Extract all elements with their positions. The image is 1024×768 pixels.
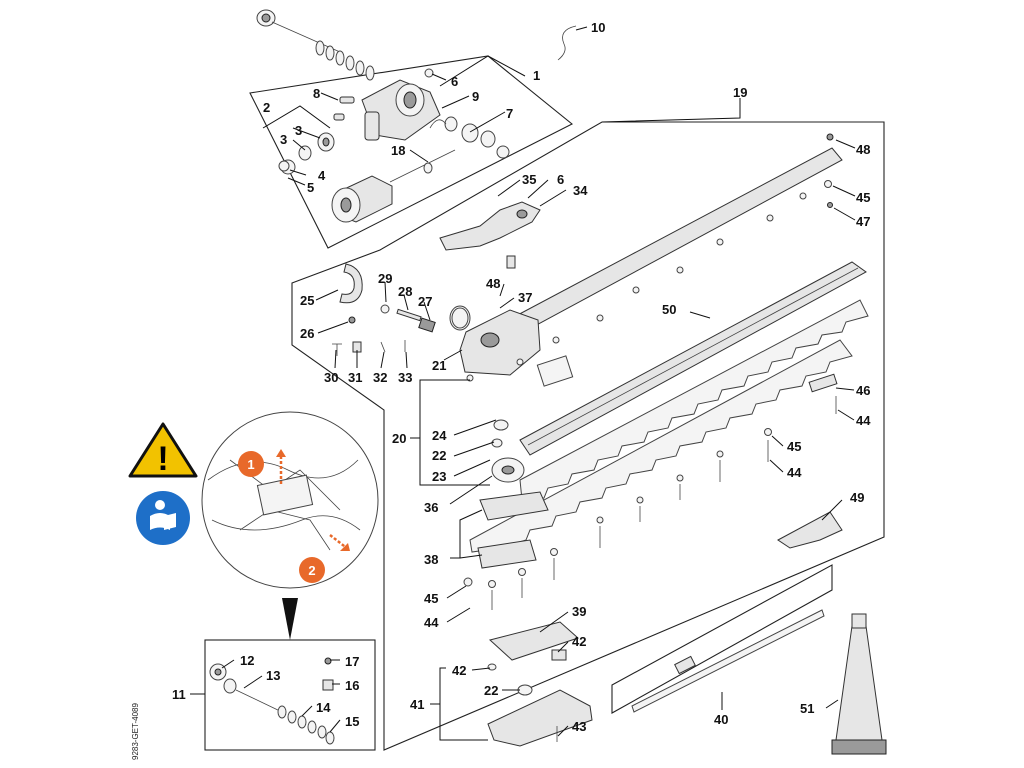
callout-44b: 44: [787, 465, 802, 480]
callout-51: 51: [800, 701, 814, 716]
gearbox-parts: [256, 9, 510, 223]
arrow-down-right-icon: [329, 534, 350, 551]
gearbox-frame: [249, 55, 574, 249]
callout-45b: 45: [787, 439, 801, 454]
callout-29: 29: [378, 271, 392, 286]
callout-40: 40: [714, 712, 728, 727]
callout-44c: 44: [856, 413, 871, 428]
callout-12: 12: [240, 653, 254, 668]
callout-39: 39: [572, 604, 586, 619]
callout-46: 46: [856, 383, 870, 398]
callout-20: 20: [392, 431, 406, 446]
callout-47: 47: [856, 214, 870, 229]
callout-49: 49: [850, 490, 864, 505]
callout-18: 18: [391, 143, 405, 158]
callout-9: 9: [472, 89, 479, 104]
arrow-up-icon: [276, 449, 286, 484]
callout-22: 22: [432, 448, 446, 463]
callout-48: 48: [856, 142, 870, 157]
callout-3: 3: [295, 123, 302, 138]
callout-6: 6: [451, 74, 458, 89]
spare-parts: [209, 657, 335, 745]
callout-37: 37: [518, 290, 532, 305]
leader-lines: [190, 26, 856, 741]
callout-19: 19: [733, 85, 747, 100]
callout-1: 1: [533, 68, 540, 83]
callout-42: 42: [572, 634, 586, 649]
spare-frame: [204, 598, 376, 751]
callout-31: 31: [348, 370, 362, 385]
callout-24: 24: [432, 428, 447, 443]
read-manual-icon: [136, 491, 190, 545]
callout-26: 26: [300, 326, 314, 341]
callout-34: 34: [573, 183, 588, 198]
step-2-badge: 2: [299, 557, 325, 583]
callout-17: 17: [345, 654, 359, 669]
callout-22b: 22: [484, 683, 498, 698]
callout-2: 2: [263, 100, 270, 115]
callout-3b: 3: [280, 132, 287, 147]
callout-14: 14: [316, 700, 331, 715]
callout-35: 35: [522, 172, 536, 187]
part-10-wire: [557, 25, 577, 61]
warning-mark: !: [157, 440, 168, 478]
cutter-parts: [332, 133, 869, 610]
callout-45c: 45: [856, 190, 870, 205]
step-1-number: 1: [247, 457, 254, 472]
callout-21: 21: [432, 358, 446, 373]
callout-41: 41: [410, 697, 424, 712]
callout-28: 28: [398, 284, 412, 299]
callout-7: 7: [506, 106, 513, 121]
callout-50: 50: [662, 302, 676, 317]
callout-43: 43: [572, 719, 586, 734]
callout-15: 15: [345, 714, 359, 729]
callout-27: 27: [418, 294, 432, 309]
callout-16: 16: [345, 678, 359, 693]
callout-8: 8: [313, 86, 320, 101]
lower-parts: [487, 609, 887, 755]
callout-11: 11: [172, 687, 186, 702]
inset-detail: 1 2: [201, 411, 379, 589]
callout-36: 36: [424, 500, 438, 515]
callout-13: 13: [266, 668, 280, 683]
callout-33: 33: [398, 370, 412, 385]
callout-45: 45: [424, 591, 438, 606]
callout-25: 25: [300, 293, 314, 308]
callout-48b: 48: [486, 276, 500, 291]
drawing-code: 9283-GET-4089: [131, 703, 140, 760]
step-2-number: 2: [308, 563, 315, 578]
cutter-frame: [291, 121, 885, 751]
callout-4: 4: [318, 168, 326, 183]
callout-44: 44: [424, 615, 439, 630]
warning-triangle-icon: !: [128, 422, 198, 478]
callout-38: 38: [424, 552, 438, 567]
callout-6b: 6: [557, 172, 564, 187]
callout-labels: 1 2 3 3 4 5 6 6 7 8 9 10 11 12 13 14 15 …: [172, 20, 871, 734]
blade-pack-frame: [611, 564, 833, 714]
callout-32: 32: [373, 370, 387, 385]
callout-5: 5: [307, 180, 314, 195]
callout-23: 23: [432, 469, 446, 484]
callout-30: 30: [324, 370, 338, 385]
callout-42b: 42: [452, 663, 466, 678]
step-1-badge: 1: [238, 451, 264, 477]
callout-10: 10: [591, 20, 605, 35]
